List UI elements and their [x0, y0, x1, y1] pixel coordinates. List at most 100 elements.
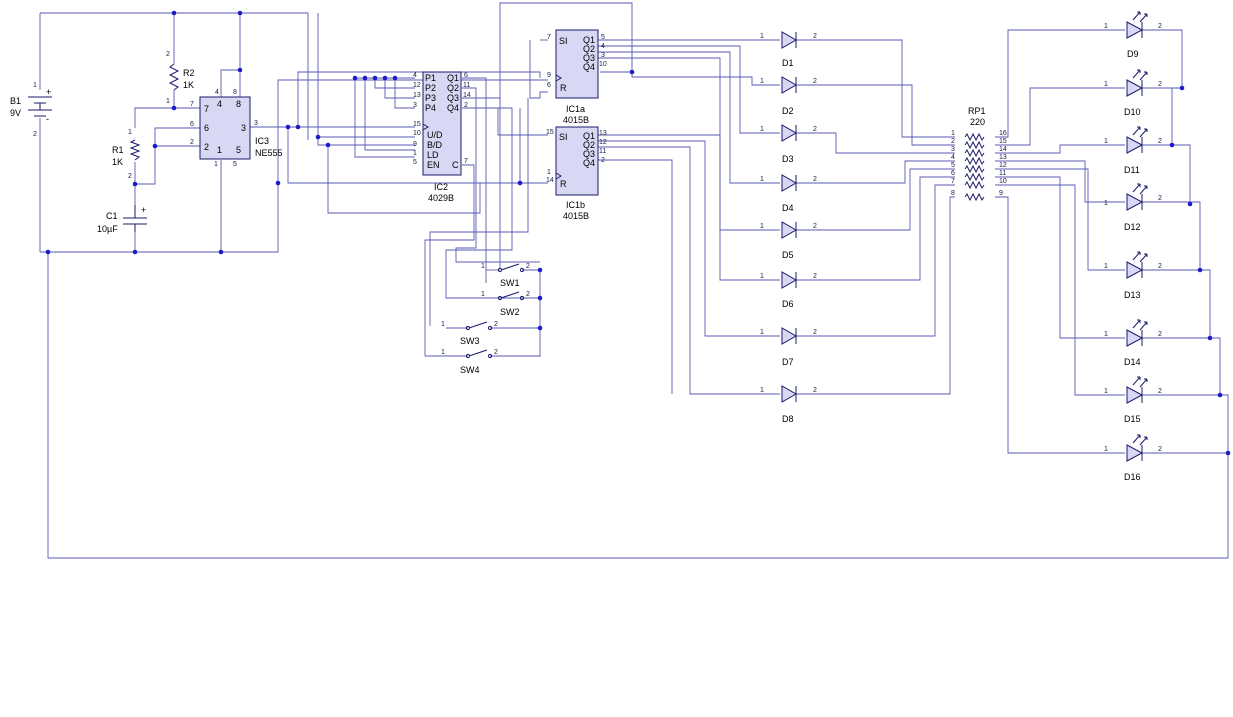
ic1a-q2: Q2: [583, 44, 595, 54]
ic2-clock: C: [452, 160, 459, 170]
capacitor-c1: C1 10µF +: [97, 205, 147, 234]
d9-label: D9: [1127, 49, 1139, 59]
resistor-r1: R1 1K 1 2: [112, 129, 141, 180]
d11-pin2: 2: [1158, 138, 1162, 145]
battery-plus: +: [46, 87, 51, 97]
d4-label: D4: [782, 203, 794, 213]
switch-sw3[interactable]: 1 2 SW3: [441, 321, 498, 346]
d5-pin2: 2: [813, 223, 817, 230]
rp1-value: 220: [970, 117, 985, 127]
diode-d4: 1 2 D4: [760, 174, 817, 213]
ic1a-q2-num: 4: [601, 43, 605, 50]
battery-ref: B1: [10, 96, 21, 106]
sw3-pin2: 2: [494, 321, 498, 328]
switch-sw4[interactable]: 1 2 SW4: [441, 349, 498, 375]
ic2-out-q2: Q2: [447, 83, 459, 93]
diode-d2: 1 2 D2: [760, 76, 817, 116]
d2-pin2: 2: [813, 78, 817, 85]
d8-pin2: 2: [813, 387, 817, 394]
rp1-rpin: 13: [999, 154, 1007, 161]
ic3-pin3: 3: [254, 120, 258, 127]
ic3-pin6: 6: [190, 121, 194, 128]
ic3-part: NE555: [255, 148, 283, 158]
battery-pin2: 2: [33, 131, 37, 138]
junctions: [45, 10, 1231, 456]
ic1b-si: SI: [559, 132, 568, 142]
ic1a-ref: IC1a: [566, 104, 585, 114]
diode-d5: 1 2 D5: [760, 221, 817, 260]
rp1-left-pins: 1 2 3 4 5 6 7 8: [951, 130, 955, 197]
r2-pin1: 1: [166, 98, 170, 105]
ic2-in-en: EN: [427, 160, 440, 170]
resistor-r2: R2 1K 2 1: [166, 51, 195, 105]
r2-pin2: 2: [166, 51, 170, 58]
ic2-in-p1: P1: [425, 73, 436, 83]
battery-minus: -: [46, 114, 49, 124]
diode-d6: 1 2 D6: [760, 271, 817, 309]
ic1b-part: 4015B: [563, 211, 589, 221]
d1-label: D1: [782, 58, 794, 68]
rp1-lpin: 8: [951, 190, 955, 197]
r1-value: 1K: [112, 157, 123, 167]
ic1b-q3-num: 11: [599, 148, 606, 155]
ic1b-q2-num: 12: [599, 139, 607, 146]
ic1b-q1-num: 13: [599, 130, 607, 137]
battery-value: 9V: [10, 108, 21, 118]
wires: [39, 2, 1229, 559]
ic2-out-q1: Q1: [447, 73, 459, 83]
diode-d7: 1 2 D7: [760, 327, 817, 367]
ic3-pin7-label: 7: [204, 104, 209, 114]
d15-pin2: 2: [1158, 388, 1162, 395]
ic3-ne555: IC3 NE555 7 7 6 6 2 2 4 4 8 8 3 3 1 1 5 …: [190, 89, 283, 168]
ic2-in-5-num: 5: [413, 159, 417, 166]
d10-label: D10: [1124, 107, 1141, 117]
d12-label: D12: [1124, 222, 1141, 232]
d15-pin1: 1: [1104, 388, 1108, 395]
ic2-in-p4-num: 3: [413, 102, 417, 109]
ic1a-r: R: [560, 83, 567, 93]
ic1a-q4: Q4: [583, 62, 595, 72]
ic2-in-p3: P3: [425, 93, 436, 103]
sw4-label: SW4: [460, 365, 480, 375]
ic3-pin4: 4: [215, 89, 219, 96]
led-d12: 1 2 D12: [1104, 183, 1162, 232]
ic3-pin8: 8: [233, 89, 237, 96]
sw1-label: SW1: [500, 278, 520, 288]
d16-label: D16: [1124, 472, 1141, 482]
rp1-lpin: 2: [951, 138, 955, 145]
rp1-rpin: 10: [999, 178, 1007, 185]
ic3-pin5-label: 5: [236, 145, 241, 155]
d15-label: D15: [1124, 414, 1141, 424]
ic2-ref: IC2: [434, 182, 448, 192]
ic2-4029b: IC2 4029B P1 4 P2 12 P3 13 P4 3 U/D 15 B…: [413, 71, 471, 203]
ic2-in-bd: B/D: [427, 140, 443, 150]
ic1a-clk-num: 9: [547, 72, 551, 79]
ic3-pin2: 2: [190, 139, 194, 146]
d4-pin1: 1: [760, 176, 764, 183]
d16-pin2: 2: [1158, 446, 1162, 453]
rp1-rpin: 11: [999, 170, 1006, 177]
ic1a-4015b: IC1a 4015B SI 7 9 R 6 Q1 5 Q2 4 Q3 3 Q4 …: [547, 29, 607, 125]
d16-pin1: 1: [1104, 446, 1108, 453]
ic2-clock-num: 7: [464, 158, 468, 165]
ic2-in-p2: P2: [425, 83, 436, 93]
led-d10: 1 2 D10: [1104, 69, 1162, 117]
switch-sw2[interactable]: 1 2 SW2: [481, 291, 530, 317]
d6-pin1: 1: [760, 273, 764, 280]
sw1-pin2: 2: [526, 263, 530, 270]
d6-pin2: 2: [813, 273, 817, 280]
ic2-in-p2-num: 12: [413, 82, 421, 89]
ic1a-q3: Q3: [583, 53, 595, 63]
rp1-rpin: 16: [999, 130, 1007, 137]
ic3-ref: IC3: [255, 136, 269, 146]
battery-b1: B1 9V + - 1 2: [10, 82, 52, 138]
ic3-pin6-label: 6: [204, 123, 209, 133]
rp1-lpin: 5: [951, 162, 955, 169]
ic3-pin7: 7: [190, 101, 194, 108]
rp1-lpin: 7: [951, 178, 955, 185]
switch-sw1[interactable]: 1 2 SW1: [481, 263, 530, 288]
rp1-lpin: 6: [951, 170, 955, 177]
d14-label: D14: [1124, 357, 1141, 367]
d9-pin1: 1: [1104, 23, 1108, 30]
